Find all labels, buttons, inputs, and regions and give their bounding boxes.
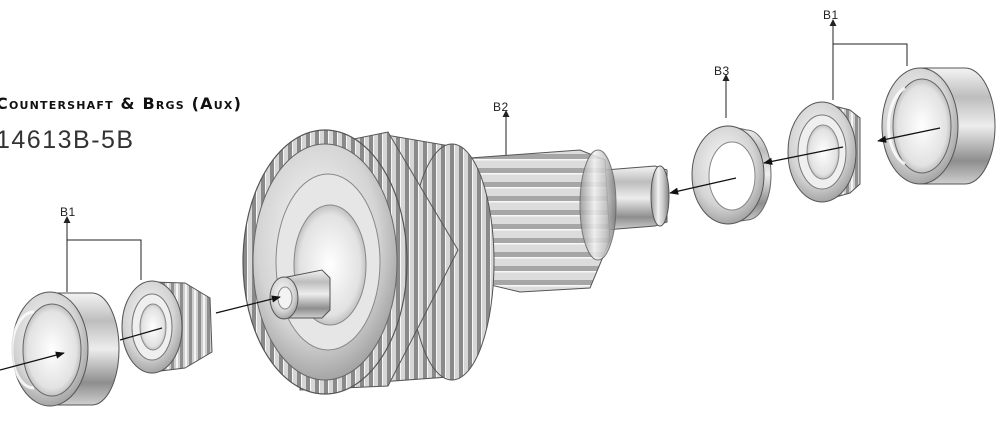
leader-b1-right-cup bbox=[833, 43, 908, 66]
thrust-washer bbox=[691, 125, 772, 225]
leader-b1-left-cone bbox=[67, 239, 142, 280]
callout-b3: B3 bbox=[714, 64, 730, 78]
callout-leader-tips bbox=[63, 19, 837, 223]
arrow-washer bbox=[669, 177, 737, 195]
countershaft-gear bbox=[242, 129, 670, 395]
callout-b1-left: B1 bbox=[60, 205, 76, 219]
part-number: 14613B-5B bbox=[0, 126, 135, 154]
bearing-cup-left bbox=[10, 291, 120, 407]
bearing-cone-right bbox=[787, 101, 861, 203]
arrow-cup-left bbox=[0, 351, 65, 371]
arrow-cup-right bbox=[877, 127, 941, 143]
bearing-cup-right bbox=[881, 67, 996, 185]
arrow-cone-left bbox=[215, 295, 281, 314]
assembly-arrows bbox=[0, 127, 941, 371]
arrow-cone-left-tail bbox=[119, 327, 163, 341]
diagram-title: Countershaft & Brgs (Aux) bbox=[0, 94, 243, 113]
callout-b1-right: B1 bbox=[823, 8, 839, 22]
arrow-cone-right bbox=[763, 146, 844, 165]
bearing-cone-left bbox=[121, 280, 213, 374]
callout-leaders bbox=[66, 25, 908, 292]
callout-b2: B2 bbox=[493, 100, 509, 114]
